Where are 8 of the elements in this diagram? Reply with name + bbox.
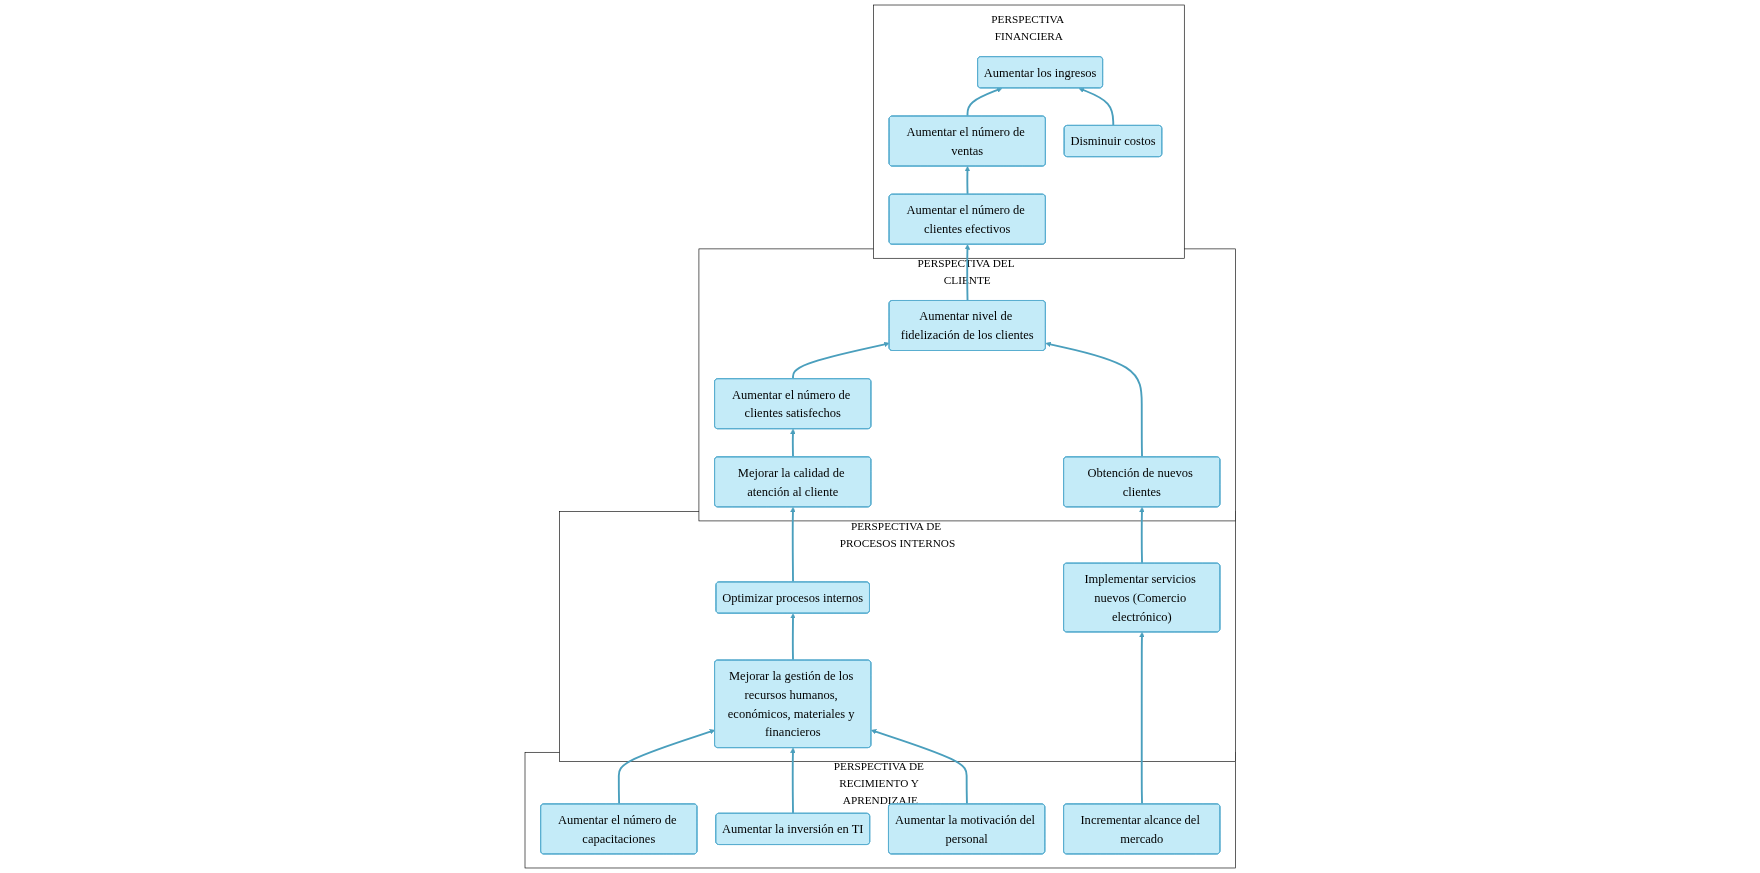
arrow [791,341,890,380]
arrow [789,613,796,662]
arrow [966,87,1003,118]
arrow [964,166,970,196]
arrow [1078,87,1114,127]
arrow [789,747,796,815]
arrow [964,244,970,302]
arrow [1138,506,1145,565]
